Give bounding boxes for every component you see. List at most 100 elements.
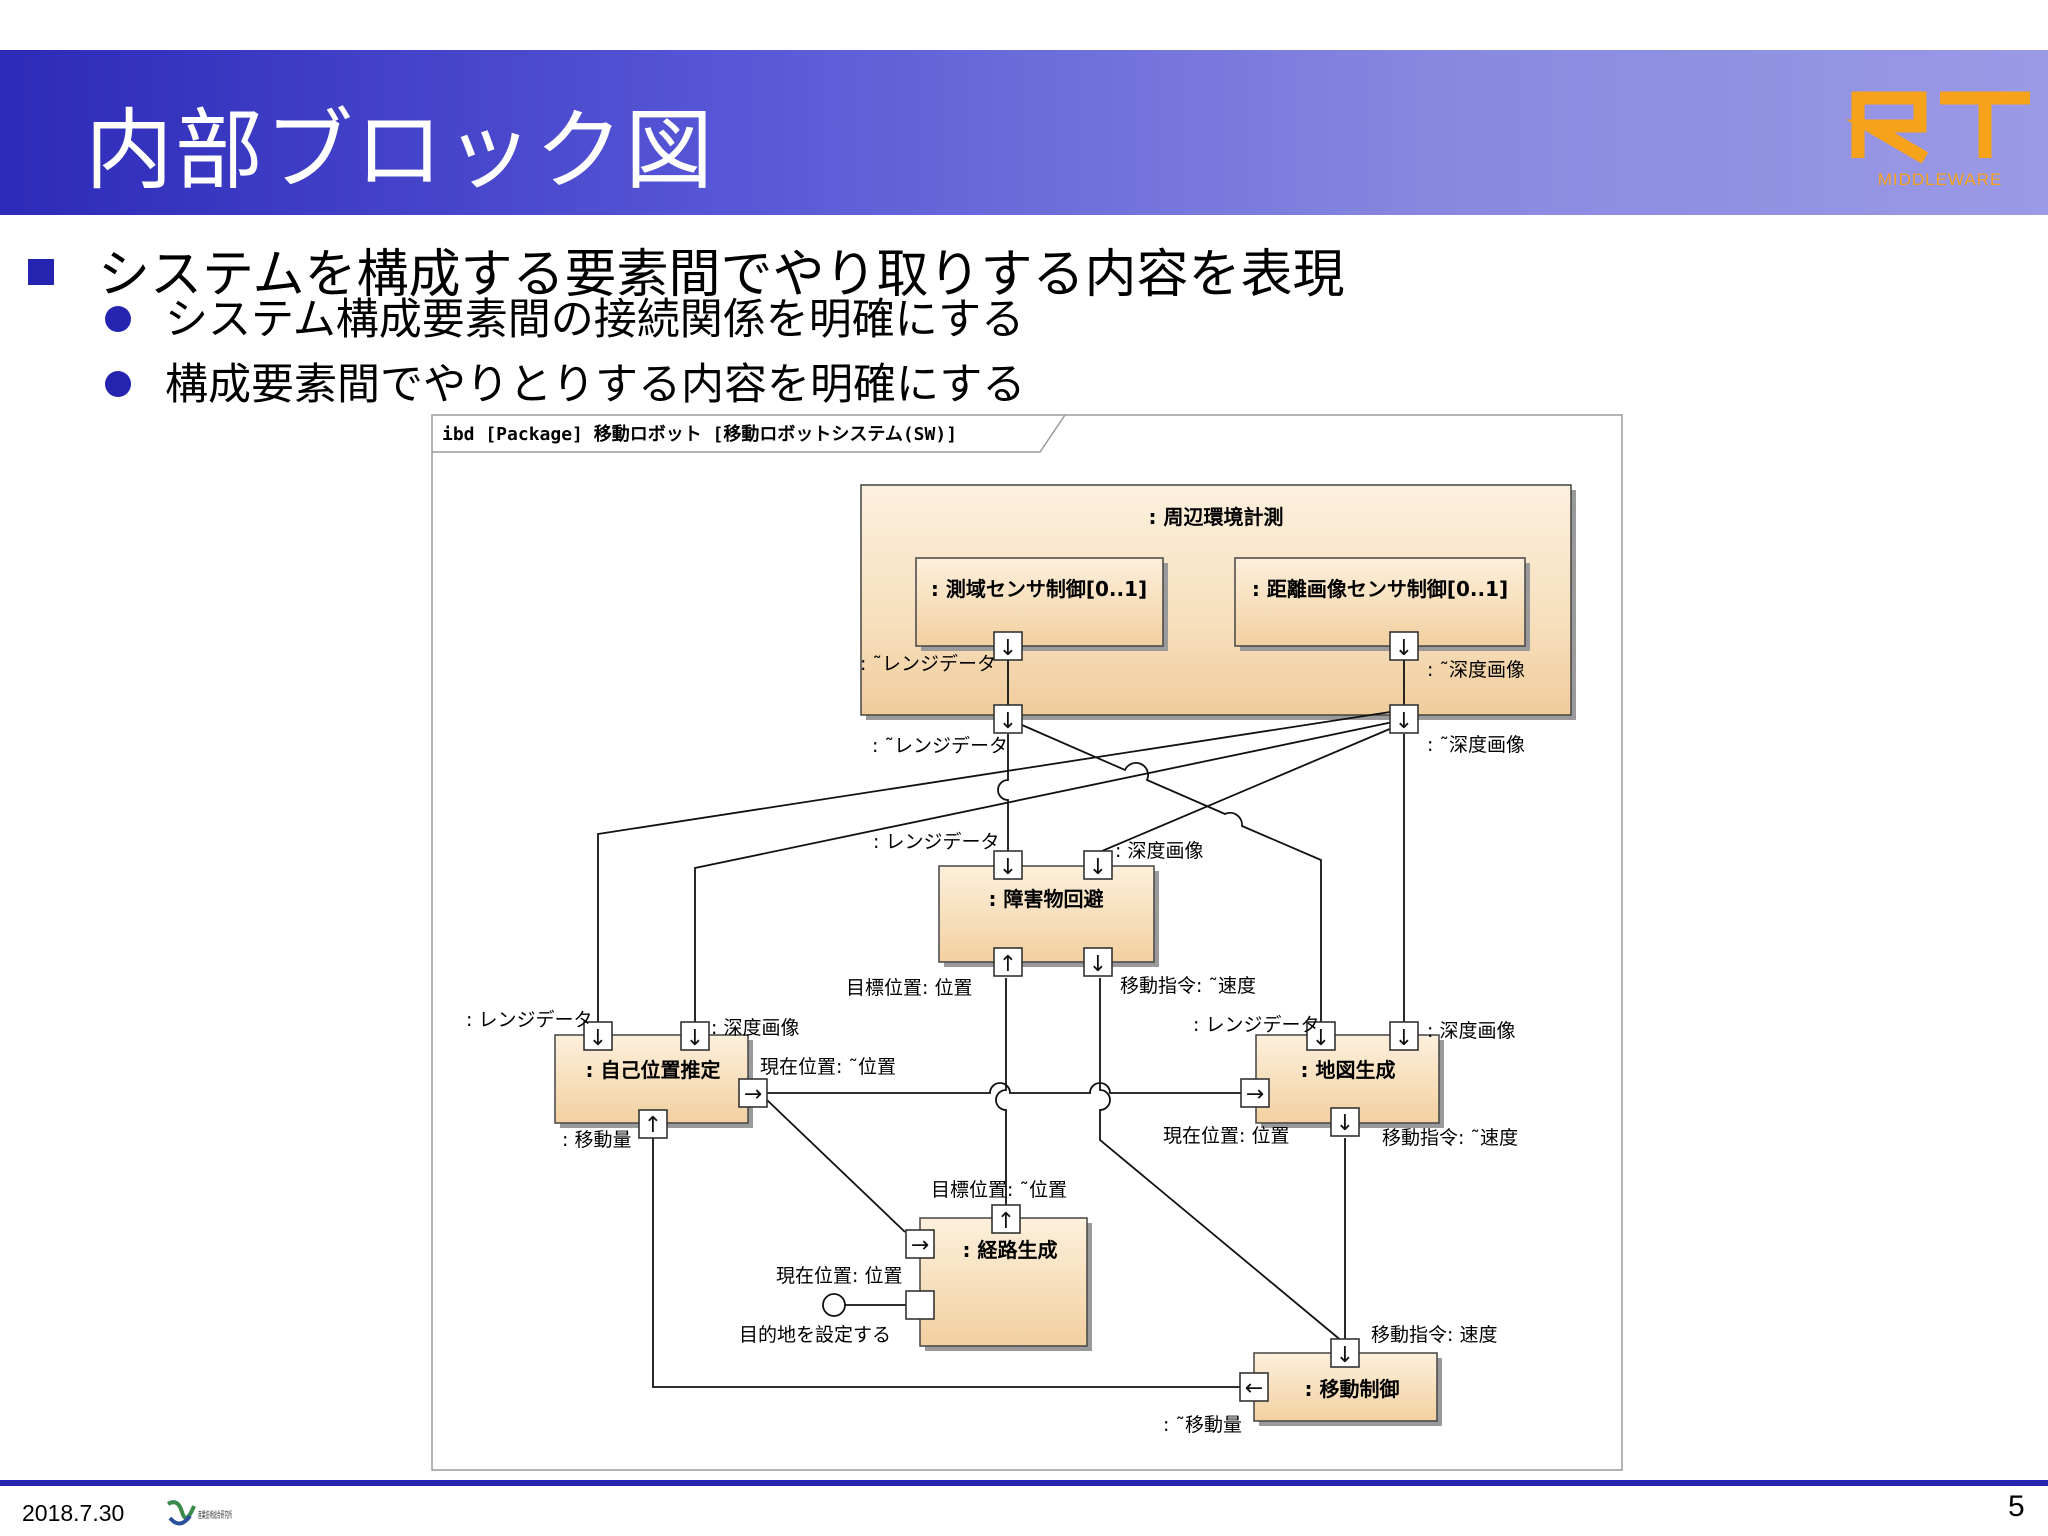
- aist-logo-text: 産業技術総合研究所: [198, 1509, 232, 1521]
- port-path-target: [991, 1204, 1021, 1234]
- arrow-down-icon: ↓: [999, 709, 1017, 734]
- label-map-pos: 現在位置: 位置: [1163, 1125, 1289, 1147]
- slide-title: 内部ブロック図: [85, 99, 716, 202]
- label-loc-depth: : 深度画像: [711, 1017, 799, 1039]
- frame-label: ibd [Package] 移動ロボット [移動ロボットシステム(SW)]: [442, 423, 957, 445]
- title-bar: [0, 50, 2048, 215]
- arrow-up-icon: ↑: [997, 1209, 1015, 1234]
- arrow-down-icon: ↓: [1395, 636, 1413, 661]
- block-motion-label: : 移動制御: [1305, 1377, 1400, 1401]
- block-lrf-label: : 測域センサ制御[0..1]: [931, 577, 1147, 601]
- port-loc-depth: [680, 1021, 710, 1051]
- label-obs-depth: : 深度画像: [1115, 840, 1203, 862]
- arrow-down-icon: ↓: [1395, 1026, 1413, 1051]
- connector-localize-path: [766, 1099, 906, 1233]
- port-path-pos: [905, 1229, 935, 1259]
- block-depth: : 距離画像センサ制御[0..1]: [1234, 557, 1530, 651]
- connector-obstacle-path: [995, 978, 1007, 1205]
- arrow-down-icon: ↓: [1089, 855, 1107, 880]
- block-map-label: : 地図生成: [1301, 1058, 1396, 1082]
- square-bullet-icon: [28, 259, 54, 285]
- bullet-sub-1: システム構成要素間の接続関係を明確にする: [105, 285, 1024, 347]
- port-loc-range: [583, 1021, 613, 1051]
- connectors: [597, 660, 1405, 1388]
- arrow-down-icon: ↓: [1089, 952, 1107, 977]
- connector-range-map: [1021, 724, 1322, 1022]
- bullet-sub-1-text: システム構成要素間の接続関係を明確にする: [165, 295, 1025, 345]
- block-path: : 経路生成: [919, 1217, 1092, 1351]
- logo-r: [1845, 91, 1929, 164]
- port-arrows: ↓ ↓ ↓ ↓ ↓ ↓ ↑ ↓ ↓ ↓ → ↑ ↓ ↓ → ↓ ↑ → ↓ ←: [589, 636, 1413, 1401]
- page-number: 5: [2008, 1490, 2025, 1523]
- label-motion-move: : ˜移動量: [1163, 1414, 1242, 1436]
- bullet-sub-2: 構成要素間でやりとりする内容を明確にする: [105, 350, 1025, 412]
- block-localize-label: : 自己位置推定: [586, 1058, 721, 1082]
- logo-text: MIDDLEWARE: [1878, 170, 2003, 189]
- block-motion: : 移動制御: [1253, 1352, 1442, 1426]
- port-depth-out: [1389, 631, 1419, 661]
- block-lrf: : 測域センサ制御[0..1]: [915, 557, 1168, 651]
- port-lrf-out: [993, 631, 1023, 661]
- arrow-right-icon: →: [911, 1233, 929, 1258]
- port-env-range: [993, 704, 1023, 734]
- label-motion-cmd: 移動指令: 速度: [1371, 1324, 1497, 1346]
- label-loc-pos: 現在位置: ˜位置: [760, 1056, 896, 1078]
- port-motion-move: [1239, 1372, 1269, 1402]
- arrow-up-icon: ↑: [644, 1113, 662, 1138]
- block-depth-label: : 距離画像センサ制御[0..1]: [1252, 577, 1508, 601]
- label-loc-range: : レンジデータ: [466, 1009, 592, 1031]
- block-obstacle-label: : 障害物回避: [989, 887, 1104, 911]
- aist-logo: 産業技術総合研究所: [166, 1500, 232, 1526]
- label-env-range: : ˜レンジデータ: [872, 735, 1008, 757]
- port-loc-pos: [738, 1078, 768, 1108]
- arrow-right-icon: →: [744, 1082, 762, 1107]
- label-path-pos: 現在位置: 位置: [776, 1265, 902, 1287]
- arrow-down-icon: ↓: [1336, 1343, 1354, 1368]
- rt-middleware-logo: MIDDLEWARE: [1845, 91, 2030, 189]
- goal-interface-icon: [822, 1293, 846, 1317]
- label-obs-range: : レンジデータ: [873, 831, 999, 853]
- port-obs-depth: [1083, 850, 1113, 880]
- footer-divider: [0, 1480, 2048, 1486]
- arrow-down-icon: ↓: [686, 1026, 704, 1051]
- arrow-down-icon: ↓: [1395, 709, 1413, 734]
- arrow-down-icon: ↓: [999, 855, 1017, 880]
- label-obs-target: 目標位置: 位置: [846, 977, 972, 999]
- connector-localize-map: [767, 1082, 1241, 1094]
- port-obs-range: [993, 850, 1023, 880]
- port-obs-cmd: [1083, 947, 1113, 977]
- port-map-range: [1306, 1021, 1336, 1051]
- block-obstacle: : 障害物回避: [938, 865, 1159, 967]
- frame-label-tab: [432, 414, 1066, 453]
- connector-depth-localize: [597, 711, 1391, 1022]
- label-obs-cmd: 移動指令: ˜速度: [1120, 975, 1256, 997]
- bullet-sub-2-text: 構成要素間でやりとりする内容を明確にする: [165, 360, 1026, 410]
- bullet-main: システムを構成する要素間でやり取りする内容を表現: [28, 232, 1344, 307]
- arrow-down-icon: ↓: [999, 636, 1017, 661]
- arrow-up-icon: ↑: [999, 952, 1017, 977]
- port-obs-target: [993, 947, 1023, 977]
- block-env-label: : 周辺環境計測: [1149, 505, 1284, 529]
- footer-date: 2018.7.30: [22, 1500, 125, 1526]
- label-loc-move: : 移動量: [562, 1129, 631, 1151]
- label-lrf-range: : ˜レンジデータ: [860, 653, 996, 675]
- port-loc-move: [638, 1109, 668, 1139]
- arrow-right-icon: →: [1246, 1082, 1264, 1107]
- connector-depth-obstacle: [1101, 727, 1393, 852]
- label-path-target: 目標位置: ˜位置: [931, 1179, 1067, 1201]
- port-map-depth: [1389, 1021, 1419, 1051]
- dot-bullet-icon: [105, 305, 131, 332]
- dot-bullet-icon: [105, 370, 131, 397]
- ibd-diagram: ibd [Package] 移動ロボット [移動ロボットシステム(SW)] : …: [431, 414, 1623, 1471]
- connector-range-obstacle: [997, 734, 1009, 851]
- port-path-goal: [905, 1290, 935, 1320]
- arrow-down-icon: ↓: [1312, 1026, 1330, 1051]
- connector-depth-loc-range: [694, 721, 1394, 1022]
- label-map-depth: : 深度画像: [1427, 1020, 1515, 1042]
- label-map-range: : レンジデータ: [1193, 1014, 1319, 1036]
- port-map-cmd: [1330, 1107, 1360, 1137]
- connector-motion-localize: [652, 1125, 1240, 1388]
- port-motion-cmd: [1330, 1338, 1360, 1368]
- port-env-depth: [1389, 704, 1419, 734]
- arrow-down-icon: ↓: [589, 1026, 607, 1051]
